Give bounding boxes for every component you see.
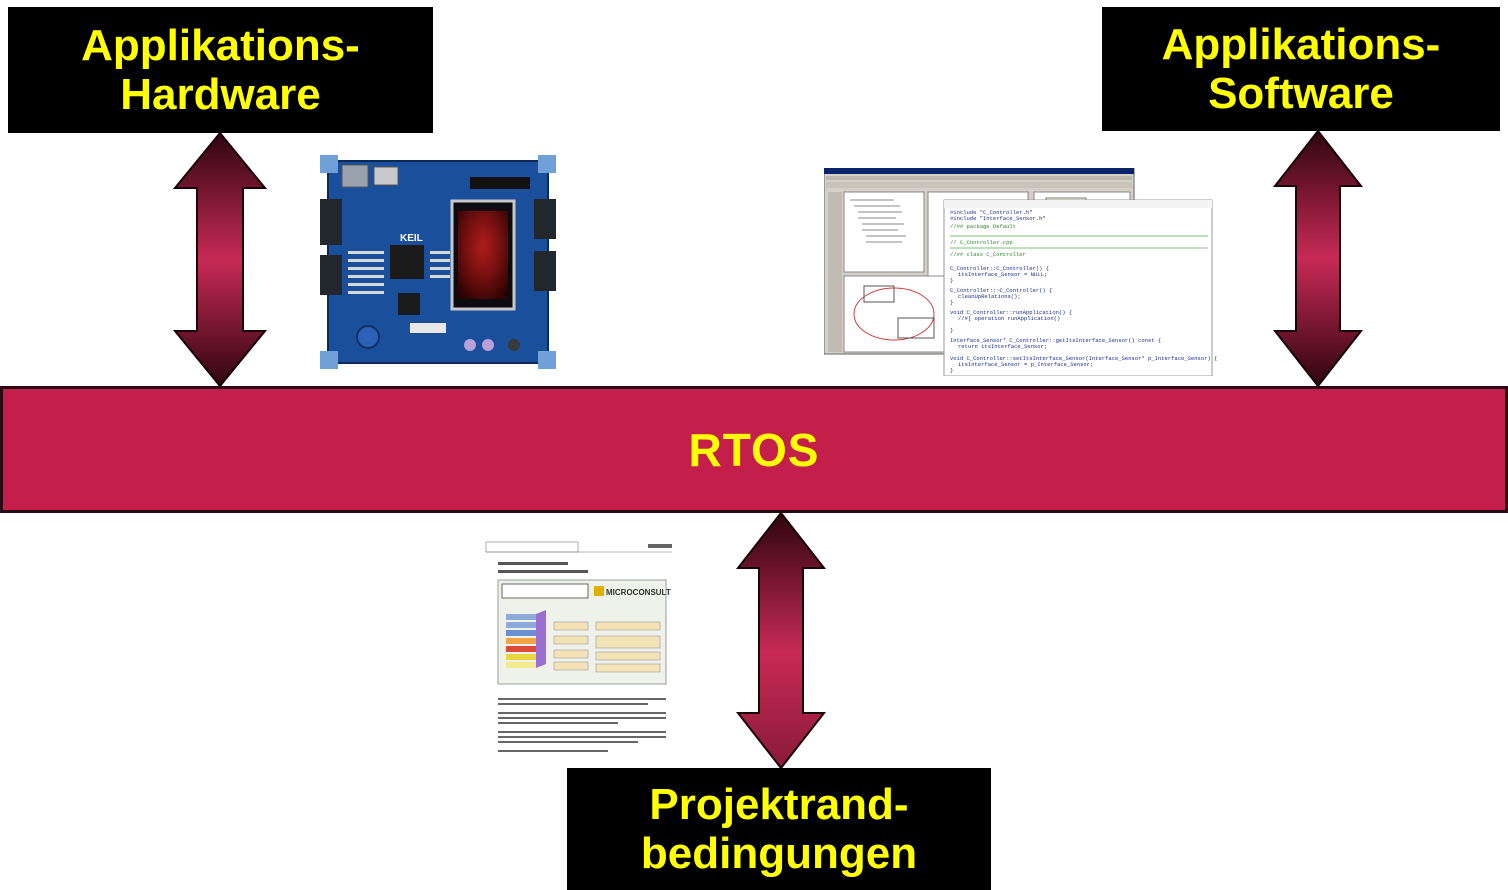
document-page-image: MICROCONSULT bbox=[484, 538, 674, 760]
svg-text:return itsInterface_Sensor;: return itsInterface_Sensor; bbox=[958, 343, 1047, 350]
hardware-box-line1: Applikations- bbox=[81, 20, 360, 70]
board-brand-text: KEIL bbox=[400, 233, 423, 244]
projekt-box-line1: Projektrand- bbox=[649, 779, 909, 829]
svg-text:C_Controller::C_Controller() {: C_Controller::C_Controller() { bbox=[950, 265, 1049, 272]
svg-text://## package Default: //## package Default bbox=[950, 223, 1016, 230]
projekt-box-line2: bedingungen bbox=[640, 829, 918, 878]
rtos-bar: RTOS bbox=[0, 386, 1508, 513]
software-double-arrow bbox=[1272, 129, 1364, 388]
hardware-double-arrow bbox=[172, 131, 268, 388]
svg-text:}: } bbox=[950, 367, 953, 374]
svg-text:void C_Controller::runApplicat: void C_Controller::runApplication() { bbox=[950, 309, 1072, 316]
svg-text:}: } bbox=[950, 277, 953, 284]
svg-text:void C_Controller::setItsInter: void C_Controller::setItsInterface_Senso… bbox=[950, 355, 1217, 362]
software-box-line2: Software bbox=[1208, 69, 1394, 118]
svg-text:Interface_Sensor* C_Controller: Interface_Sensor* C_Controller::getItsIn… bbox=[950, 337, 1161, 344]
document-brand-text: MICROCONSULT bbox=[606, 588, 671, 597]
software-screenshot-image: #include "C_Controller.h" #include "Inte… bbox=[824, 168, 1217, 376]
applikations-software-box: Applikations- Software bbox=[1102, 7, 1500, 131]
svg-text://## class C_Controller: //## class C_Controller bbox=[950, 251, 1026, 258]
hardware-box-line2: Hardware bbox=[120, 70, 321, 119]
svg-text:#include "Interface_Sensor.h": #include "Interface_Sensor.h" bbox=[950, 215, 1046, 222]
applikations-hardware-box: Applikations- Hardware bbox=[8, 7, 433, 133]
rtos-label: RTOS bbox=[688, 423, 820, 476]
svg-text:}: } bbox=[950, 327, 953, 334]
development-board-image: KEIL bbox=[320, 155, 556, 369]
svg-text:// C_Controller.cpp: // C_Controller.cpp bbox=[950, 239, 1013, 246]
svg-text:#include "C_Controller.h": #include "C_Controller.h" bbox=[950, 209, 1033, 216]
software-box-line1: Applikations- bbox=[1161, 19, 1441, 69]
svg-text:}: } bbox=[950, 299, 953, 306]
svg-text:C_Controller::~C_Controller(): C_Controller::~C_Controller() { bbox=[950, 287, 1052, 294]
svg-text://#[ operation runApplication(: //#[ operation runApplication() bbox=[958, 315, 1060, 322]
projekt-double-arrow bbox=[735, 511, 827, 770]
svg-text:itsInterface_Sensor = NULL;: itsInterface_Sensor = NULL; bbox=[958, 271, 1047, 278]
svg-text:cleanUpRelations();: cleanUpRelations(); bbox=[958, 293, 1021, 300]
projektrandbedingungen-box: Projektrand- bedingungen bbox=[567, 768, 991, 890]
svg-text:itsInterface_Sensor = p_Interf: itsInterface_Sensor = p_Interface_Sensor… bbox=[958, 361, 1093, 368]
